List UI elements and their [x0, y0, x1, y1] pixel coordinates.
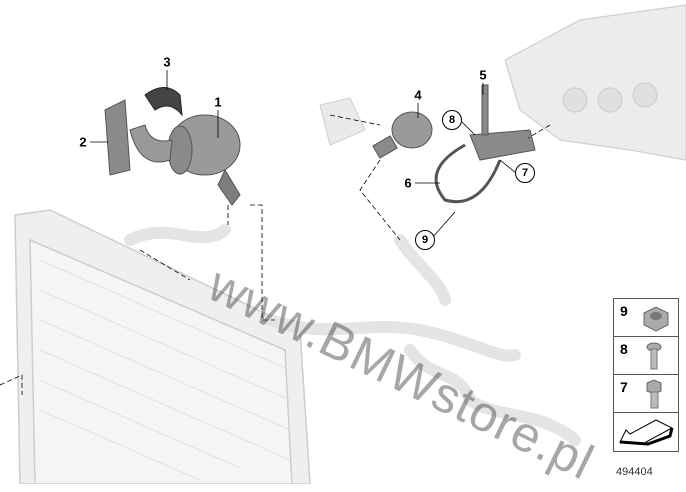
torx-bolt-icon [646, 342, 662, 370]
nut-icon [643, 306, 669, 332]
radiator [14, 209, 311, 484]
part-label-7: 7 [515, 163, 535, 183]
engine-block [504, 4, 686, 161]
coolant-hoses [124, 224, 581, 446]
mount-bracket [319, 97, 366, 146]
clamp-strap [434, 143, 502, 204]
part-label-8: 8 [442, 110, 462, 130]
legend-row-arrow [614, 413, 678, 451]
hex-bolt-icon [646, 379, 662, 409]
part-label-2: 2 [79, 134, 87, 150]
legend-row-torx-bolt: 8 [614, 337, 678, 375]
legend-number: 9 [620, 303, 628, 319]
part-label-9: 9 [415, 230, 435, 250]
part-label-5: 5 [479, 67, 487, 83]
direction-arrow-icon [619, 419, 674, 446]
pump-holder [104, 99, 173, 176]
legend-row-hex-bolt: 7 [614, 375, 678, 413]
legend-row-nut: 9 [614, 299, 678, 337]
part-label-3: 3 [163, 54, 171, 70]
dashed-connection-lines [0, 114, 551, 395]
part-label-4: 4 [414, 87, 422, 103]
legend-number: 8 [620, 341, 628, 357]
legend-number: 7 [620, 379, 628, 395]
document-number: 494404 [616, 466, 653, 478]
part-label-1: 1 [214, 94, 222, 110]
leader-lines [90, 70, 517, 239]
fastener-legend: 9 8 7 [613, 298, 679, 452]
pump-cover [144, 87, 183, 117]
auxiliary-water-pump [372, 111, 433, 159]
pump-bracket [469, 84, 536, 161]
electric-water-pump [167, 114, 241, 206]
part-label-6: 6 [404, 175, 412, 191]
